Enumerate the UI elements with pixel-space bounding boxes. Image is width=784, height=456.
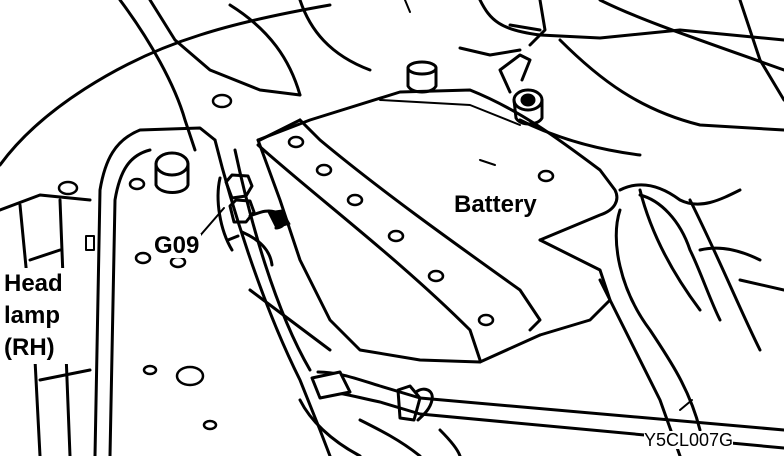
battery-label: Battery xyxy=(452,191,539,218)
head-lamp-label: Head lamp (RH) xyxy=(4,268,82,364)
battery xyxy=(256,0,619,364)
ground-point-label: G09 xyxy=(152,232,202,259)
right-side-components xyxy=(598,0,784,456)
fender-panel xyxy=(93,126,332,456)
cables xyxy=(298,370,784,456)
head-lamp-label-line-3: (RH) xyxy=(4,334,55,361)
head-lamp-label-line-2: lamp xyxy=(4,302,61,329)
head-lamp-rh xyxy=(28,248,92,382)
head-lamp-label-line-1: Head xyxy=(4,270,63,297)
ground-point-g09 xyxy=(197,173,291,267)
figure-code: Y5CL007G xyxy=(644,430,734,450)
